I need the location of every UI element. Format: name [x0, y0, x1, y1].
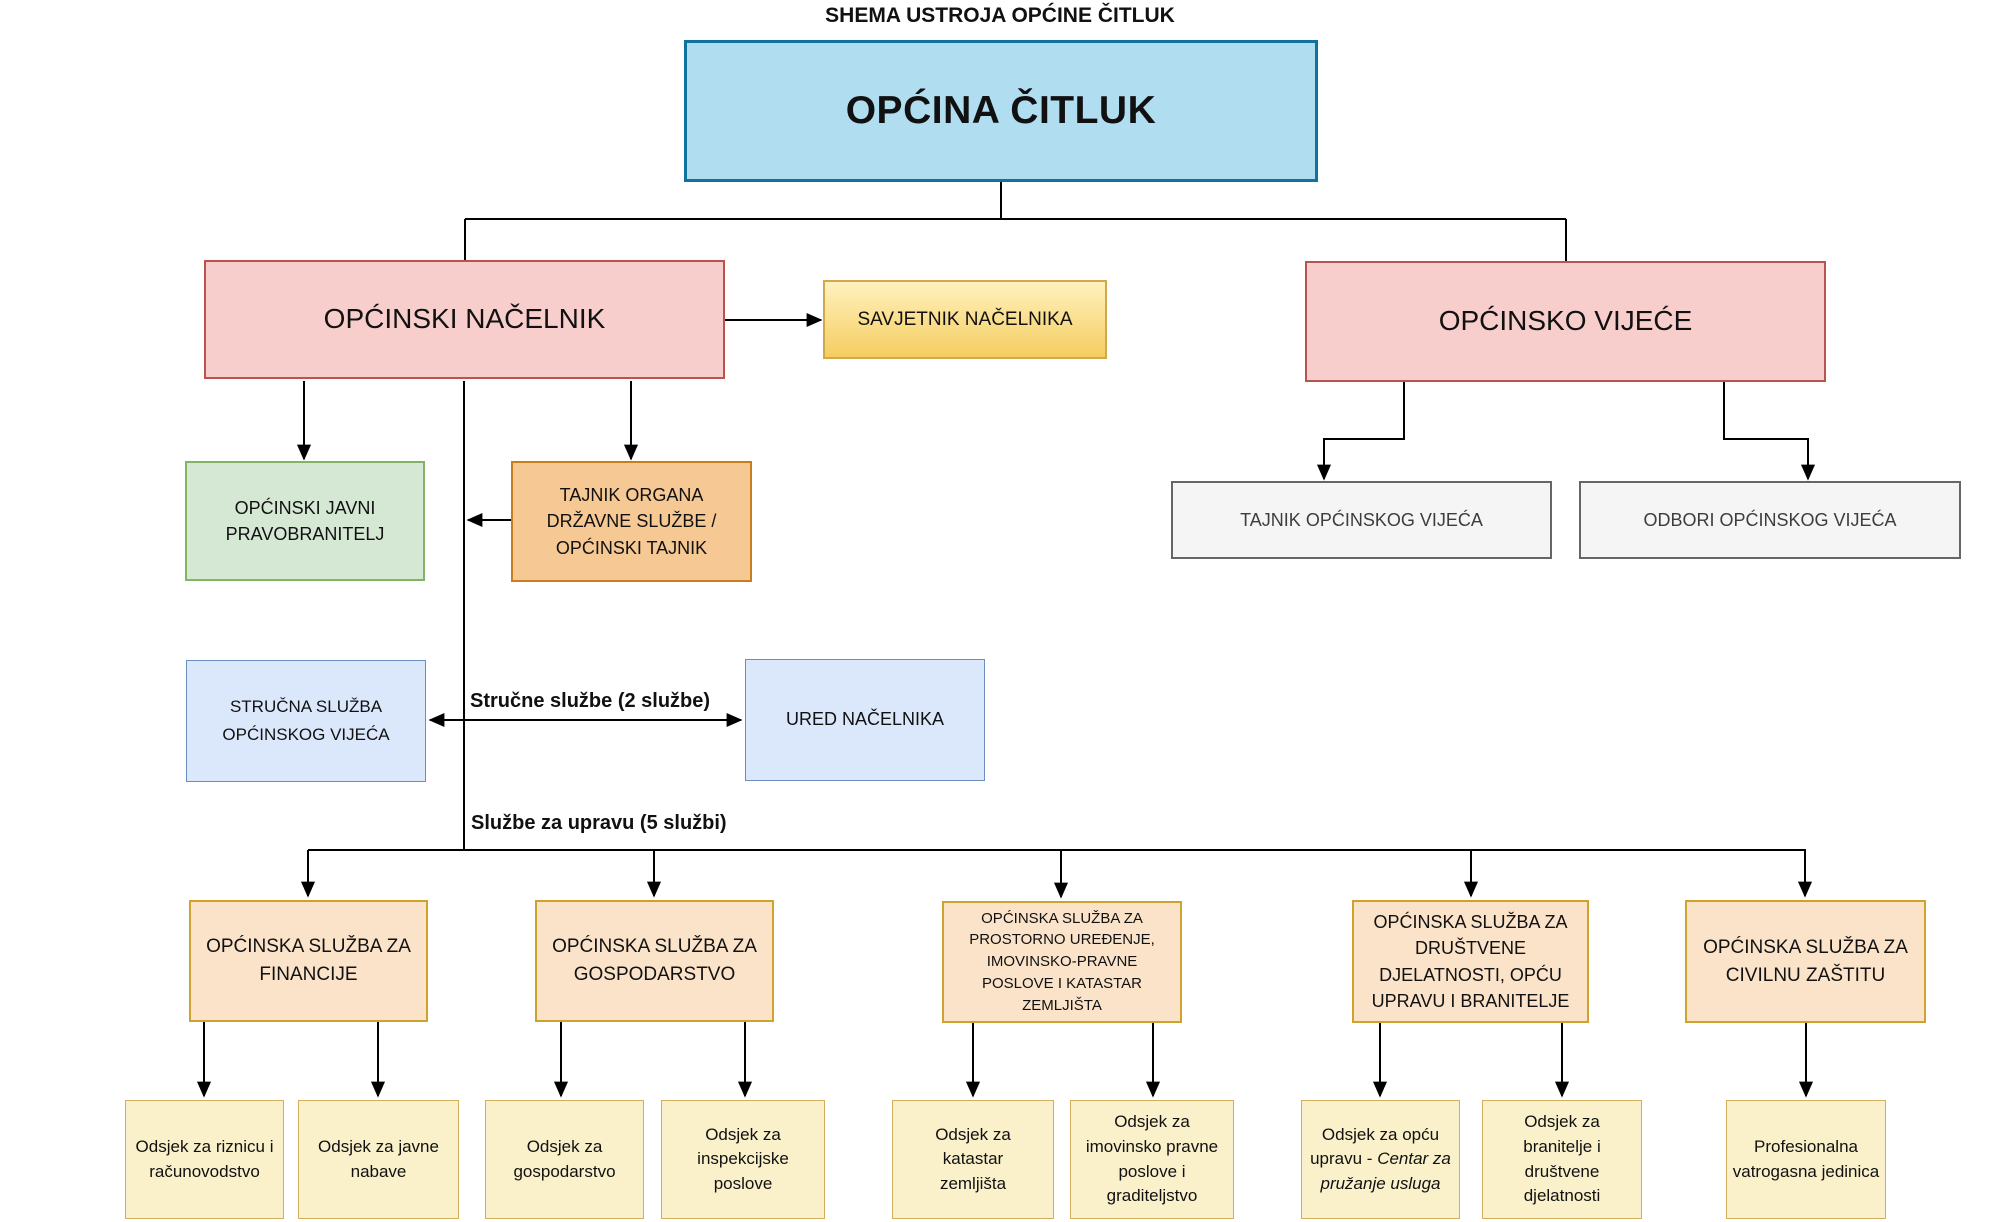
odsjek-opca-uprava-text: Odsjek za opću upravu - Centar za pružan… [1310, 1123, 1451, 1197]
node-odsjek-gospodarstvo: Odsjek za gospodarstvo [485, 1100, 644, 1219]
edge-vijece-odbori [1723, 382, 1816, 481]
node-opcinski-javni-pravobranitelj: OPĆINSKI JAVNI PRAVOBRANITELJ [185, 461, 425, 581]
node-odsjek-branitelji: Odsjek za branitelje i društvene djelatn… [1482, 1100, 1642, 1219]
node-sluzba-gospodarstvo: OPĆINSKA SLUŽBA ZA GOSPODARSTVO [535, 900, 774, 1022]
node-opcinsko-vijece: OPĆINSKO VIJEĆE [1305, 261, 1826, 382]
node-odsjek-opca-uprava: Odsjek za opću upravu - Centar za pružan… [1301, 1100, 1460, 1219]
node-odsjek-inspekcijski: Odsjek za inspekcijske poslove [661, 1100, 825, 1219]
node-sluzba-drustvene-djelatnosti: OPĆINSKA SLUŽBA ZA DRUŠTVENE DJELATNOSTI… [1352, 900, 1589, 1023]
node-opcina-citluk: OPĆINA ČITLUK [684, 40, 1318, 182]
label-strucne-sluzbe: Stručne službe (2 službe) [470, 690, 711, 712]
label-sluzbe-za-upravu: Službe za upravu (5 službi) [471, 812, 727, 834]
node-sluzba-prostorno-uredjenje: OPĆINSKA SLUŽBA ZA PROSTORNO UREĐENJE, I… [942, 901, 1182, 1023]
edge-vijece-tajnik-vijeca [1316, 382, 1405, 481]
node-strucna-sluzba-vijeca: STRUČNA SLUŽBA OPĆINSKOG VIJEĆA [186, 660, 426, 782]
node-odsjek-imovinsko-pravni: Odsjek za imovinsko pravne poslove i gra… [1070, 1100, 1234, 1219]
node-opcinski-nacelnik: OPĆINSKI NAČELNIK [204, 260, 725, 379]
diagram-title: SHEMA USTROJA OPĆINE ČITLUK [825, 4, 1175, 27]
node-odsjek-katastar: Odsjek za katastar zemljišta [892, 1100, 1054, 1219]
node-savjetnik-nacelnika: SAVJETNIK NAČELNIKA [823, 280, 1107, 359]
node-tajnik-opcinskog-vijeca: TAJNIK OPĆINSKOG VIJEĆA [1171, 481, 1552, 559]
odsjek-opca-uprava-italic: Centar za pružanje usluga [1320, 1149, 1451, 1193]
node-ured-nacelnika: URED NAČELNIKA [745, 659, 985, 781]
odsjek-opca-uprava-prefix: Odsjek za opću upravu - [1310, 1124, 1440, 1169]
node-sluzba-civilna-zastita: OPĆINSKA SLUŽBA ZA CIVILNU ZAŠTITU [1685, 900, 1926, 1023]
node-sluzba-financije: OPĆINSKA SLUŽBA ZA FINANCIJE [189, 900, 428, 1022]
node-odbori-opcinskog-vijeca: ODBORI OPĆINSKOG VIJEĆA [1579, 481, 1961, 559]
node-odsjek-riznica: Odsjek za riznicu i računovodstvo [125, 1100, 284, 1219]
node-odsjek-javne-nabave: Odsjek za javne nabave [298, 1100, 459, 1219]
node-vatrogasna-jedinica: Profesionalna vatrogasna jedinica [1726, 1100, 1886, 1219]
node-tajnik-organa: TAJNIK ORGANA DRŽAVNE SLUŽBE / OPĆINSKI … [511, 461, 752, 582]
